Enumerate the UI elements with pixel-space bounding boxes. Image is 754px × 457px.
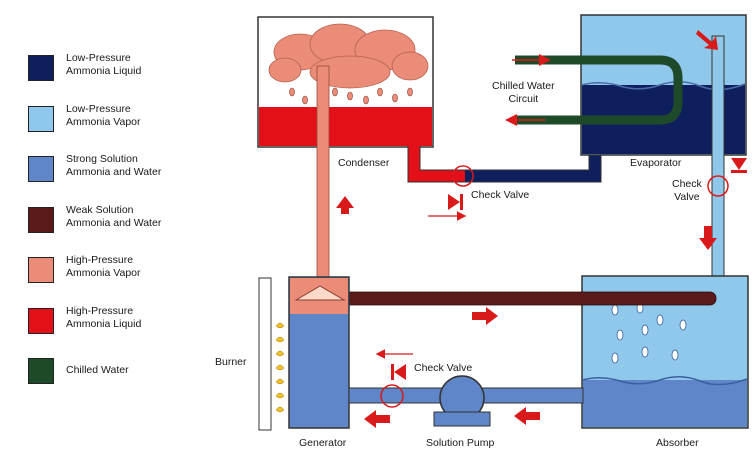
arrow-left-bottom-generator <box>364 410 390 428</box>
legend-label: Low-Pressure Ammonia Vapor <box>66 102 141 128</box>
arrow-down-right <box>699 226 717 250</box>
label-solution-pump: Solution Pump <box>426 437 495 449</box>
legend-label: High-Pressure Ammonia Vapor <box>66 254 141 279</box>
check-valve-bottom <box>380 384 404 408</box>
vapor-riser-pipe <box>316 65 330 283</box>
generator-tank <box>288 276 350 429</box>
solution-pump <box>433 375 491 427</box>
label-generator: Generator <box>299 437 347 449</box>
legend-item: High-Pressure Ammonia Vapor <box>28 252 228 292</box>
legend-label: Low-Pressure Ammonia Liquid <box>66 52 142 77</box>
label-check-valve-top: Check Valve <box>471 189 530 201</box>
condenser-vapor-cloud <box>268 23 429 89</box>
legend-swatch <box>28 105 54 132</box>
label-check-valve-bottom: Check Valve <box>414 362 473 374</box>
check-valve-bottom-symbol <box>391 364 406 380</box>
legend-swatch <box>28 358 54 384</box>
condenser-tank <box>257 16 434 148</box>
legend-swatch <box>28 307 54 334</box>
label-condenser: Condenser <box>338 157 390 169</box>
check-valve-right-symbol <box>731 158 747 173</box>
legend-label: Weak Solution Ammonia and Water <box>66 203 162 229</box>
arrow-left-bottom-absorber <box>514 407 540 425</box>
arrow-diag-evaporator <box>696 30 718 50</box>
legend-item: Weak Solution Ammonia and Water <box>28 202 228 242</box>
legend-swatch <box>28 55 54 81</box>
legend-label: Strong Solution Ammonia and Water <box>66 153 162 178</box>
condenser-droplets <box>289 87 413 105</box>
label-burner: Burner <box>215 356 247 368</box>
check-valve-right <box>707 175 729 197</box>
legend-item: Low-Pressure Ammonia Vapor <box>28 101 228 141</box>
arrow-right-weak <box>472 307 498 325</box>
flow-arrows <box>336 30 747 428</box>
legend-swatch <box>28 257 54 283</box>
label-check-valve-right: Check Valve <box>672 178 702 203</box>
legend-label: High-Pressure Ammonia Liquid <box>66 304 142 330</box>
legend-swatch <box>28 156 54 182</box>
legend-label: Chilled Water <box>66 364 129 376</box>
weak-solution-pipe <box>291 291 717 306</box>
label-absorber: Absorber <box>656 437 699 449</box>
legend-swatch <box>28 206 54 233</box>
chilled-water-coil <box>515 55 683 125</box>
arrow-up-riser <box>336 196 354 214</box>
legend-item: Chilled Water <box>28 353 228 393</box>
legend-item: Low-Pressure Ammonia Liquid <box>28 50 228 90</box>
check-valve-top <box>452 165 474 187</box>
label-chilled-water-circuit: Chilled Water Circuit <box>492 80 555 105</box>
legend-item: Strong Solution Ammonia and Water <box>28 151 228 191</box>
label-evaporator: Evaporator <box>630 157 682 169</box>
check-valve-top-symbol <box>448 194 463 210</box>
legend-item: High-Pressure Ammonia Liquid <box>28 303 228 343</box>
burner <box>258 277 285 431</box>
